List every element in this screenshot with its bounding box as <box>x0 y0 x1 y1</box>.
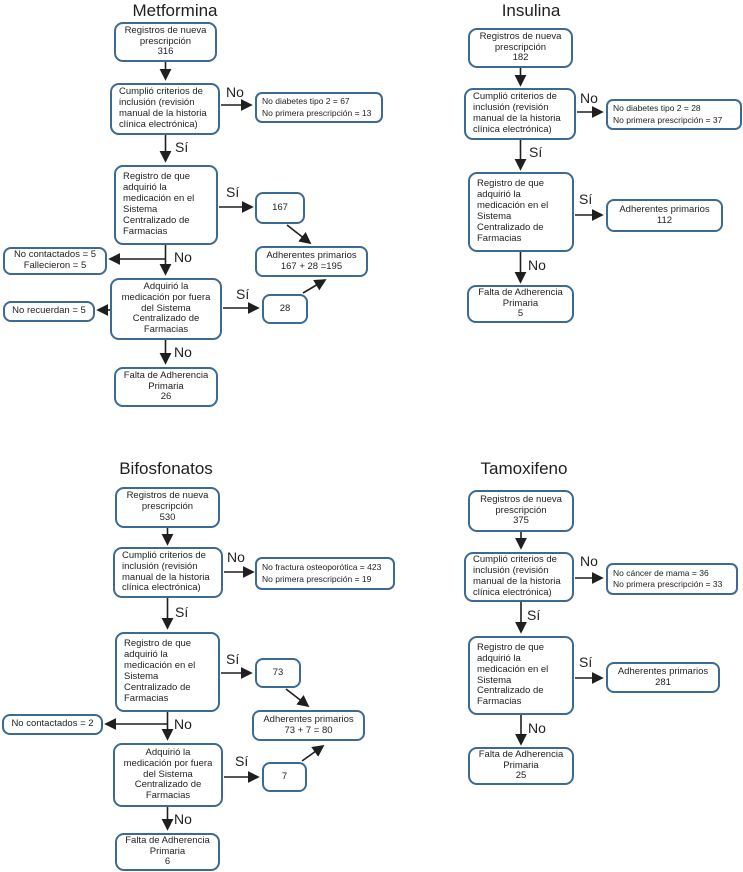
bifosfonatos-outside-system-box: Adquirió la medicación por fuera del Sis… <box>113 743 223 807</box>
bifosfonatos-inclusion-criteria-box: Cumplió criterios de inclusión (revisión… <box>113 547 223 598</box>
bifosfonatos-outside-yes-count-box: 7 <box>262 762 307 792</box>
flow-arrow <box>285 688 310 708</box>
tamoxifeno-title: Tamoxifeno <box>480 459 568 478</box>
metformina-dont-remember-box: No recuerdan = 5 <box>3 301 95 322</box>
bifosfonatos-no-label-2: No <box>174 716 192 732</box>
tamoxifeno-primary-nonadherence-box: Falta de Adherencia Primaria 25 <box>468 747 574 785</box>
bifosfonatos-yes-label-1: Sí <box>175 604 189 620</box>
metformina-no-label-2: No <box>174 249 192 265</box>
tamoxifeno-no-label-2: No <box>528 720 546 736</box>
metformina-pharmacy-system-box: Registro de que adquirió la medicación e… <box>114 165 218 245</box>
tamoxifeno-no-label-1: No <box>580 553 598 569</box>
bifosfonatos-new-prescriptions-box: Registros de nueva prescripción 530 <box>115 487 220 528</box>
metformina-yes-label-1: Sí <box>175 139 189 155</box>
metformina-title: Metformina <box>132 1 218 20</box>
insulina-no-label-2: No <box>528 257 546 273</box>
insulina-yes-label-1: Sí <box>529 144 543 160</box>
tamoxifeno-yes-label-2: Sí <box>579 654 593 670</box>
metformina-primary-adherents-box: Adherentes primarios 167 + 28 =195 <box>255 246 368 277</box>
insulina-excluded-box: No diabetes tipo 2 = 28 No primera presc… <box>606 99 742 130</box>
metformina-no-label-3: No <box>174 344 192 360</box>
insulina-title: Insulina <box>501 1 561 20</box>
tamoxifeno-primary-adherents-box: Adherentes primarios 281 <box>606 662 720 693</box>
metformina-new-prescriptions-box: Registros de nueva prescripción 316 <box>114 22 217 62</box>
bifosfonatos-pharmacy-system-box: Registro de que adquirió la medicación e… <box>115 632 220 712</box>
bifosfonatos-excluded-box: No fractura osteoporótica = 423 No prime… <box>255 557 395 590</box>
insulina-inclusion-criteria-box: Cumplió criterios de inclusión (revisión… <box>464 88 576 140</box>
tamoxifeno-new-prescriptions-box: Registros de nueva prescripción 375 <box>468 490 574 532</box>
bifosfonatos-yes-label-2: Sí <box>226 651 240 667</box>
bifosfonatos-not-contacted-box: No contactados = 2 <box>2 714 103 735</box>
tamoxifeno-pharmacy-system-box: Registro de que adquirió la medicación e… <box>468 636 574 715</box>
metformina-system-yes-count-box: 167 <box>255 192 305 224</box>
metformina-outside-yes-count-box: 28 <box>262 294 308 324</box>
insulina-yes-label-2: Sí <box>579 191 593 207</box>
metformina-excluded-box: No diabetes tipo 2 = 67 No primera presc… <box>255 92 383 123</box>
bifosfonatos-title: Bifosfonatos <box>119 459 213 478</box>
metformina-outside-system-box: Adquirió la medicación por fuera del Sis… <box>110 278 222 340</box>
metformina-no-label-1: No <box>226 84 244 100</box>
tamoxifeno-yes-label-1: Sí <box>527 607 541 623</box>
flow-arrow <box>302 279 327 294</box>
tamoxifeno-inclusion-criteria-box: Cumplió criterios de inclusión (revisión… <box>464 552 574 602</box>
insulina-pharmacy-system-box: Registro de que adquirió la medicación e… <box>468 172 574 252</box>
bifosfonatos-yes-label-3: Sí <box>235 753 249 769</box>
insulina-no-label-1: No <box>580 90 598 106</box>
insulina-new-prescriptions-box: Registros de nueva prescripción 182 <box>468 28 573 68</box>
metformina-not-contacted-box: No contactados = 5 Fallecieron = 5 <box>3 247 107 275</box>
metformina-yes-label-3: Sí <box>236 286 250 302</box>
bifosfonatos-no-label-1: No <box>227 549 245 565</box>
flow-arrow <box>286 224 312 245</box>
insulina-primary-nonadherence-box: Falta de Adherencia Primaria 5 <box>467 285 574 323</box>
metformina-inclusion-criteria-box: Cumplió criterios de inclusión (revisión… <box>110 83 220 135</box>
bifosfonatos-system-yes-count-box: 73 <box>255 658 301 688</box>
tamoxifeno-excluded-box: No cáncer de mama = 36 No primera prescr… <box>606 563 738 595</box>
metformina-yes-label-2: Sí <box>226 184 240 200</box>
insulina-primary-adherents-box: Adherentes primarios 112 <box>606 199 723 232</box>
metformina-primary-nonadherence-box: Falta de Adherencia Primaria 26 <box>114 367 218 407</box>
bifosfonatos-no-label-3: No <box>174 811 192 827</box>
bifosfonatos-primary-adherents-box: Adherentes primarios 73 + 7 = 80 <box>252 710 365 741</box>
flow-arrow <box>301 744 325 762</box>
bifosfonatos-primary-nonadherence-box: Falta de Adherencia Primaria 6 <box>115 833 220 871</box>
